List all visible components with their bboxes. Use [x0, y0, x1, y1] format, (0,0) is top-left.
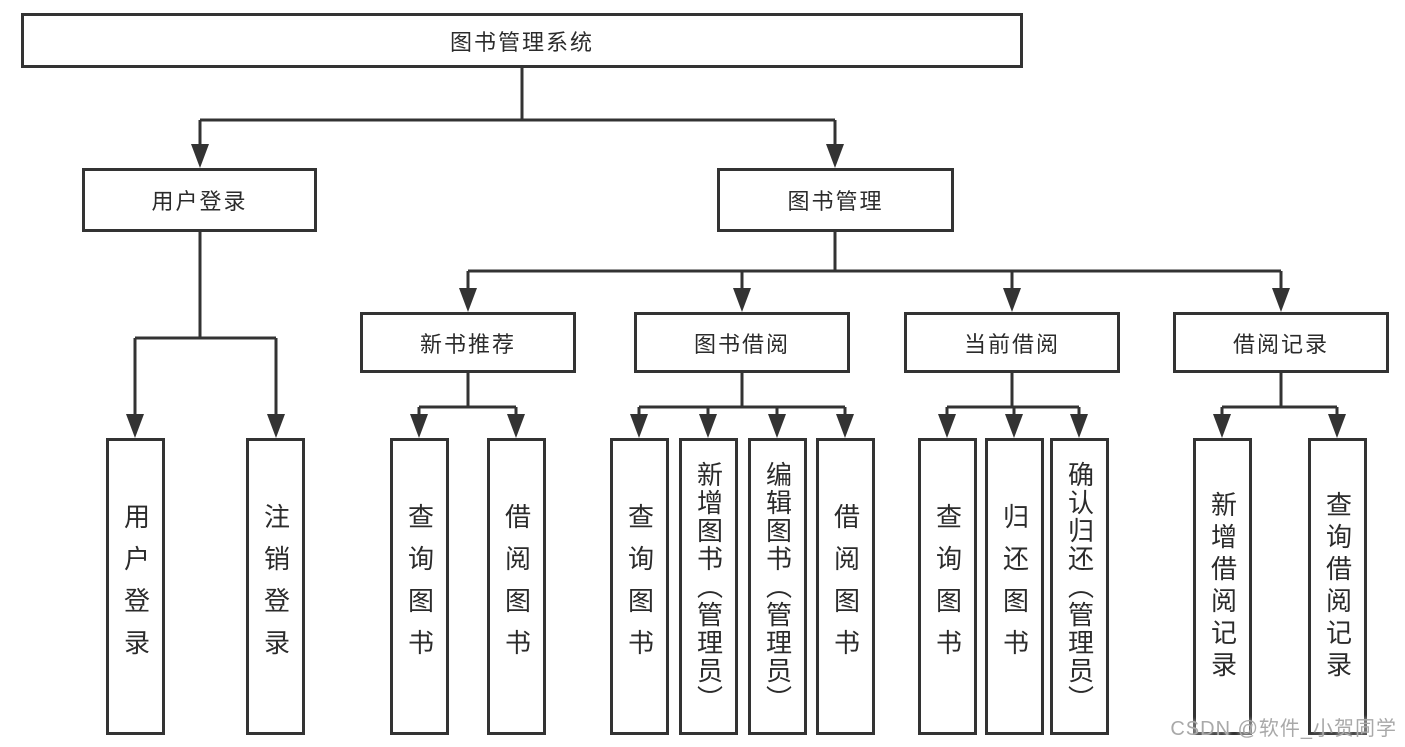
edge-currentborrow-to-leaves — [945, 373, 1081, 416]
node-user-login: 用户登录 — [82, 168, 317, 232]
node-book-management: 图书管理 — [717, 168, 954, 232]
leaf-borrow-books-1: 借阅图书 — [487, 438, 546, 735]
leaf-query-books-1: 查询图书 — [390, 438, 449, 735]
node-root: 图书管理系统 — [21, 13, 1023, 68]
leaf-logout: 注销登录 — [246, 438, 305, 735]
node-book-borrow: 图书借阅 — [634, 312, 850, 373]
leaf-edit-book-admin: 编辑图书（管理员） — [748, 438, 807, 735]
edge-root-to-level2 — [198, 68, 837, 145]
leaf-query-books-2: 查询图书 — [610, 438, 669, 735]
edge-bookmgmt-to-level3 — [466, 232, 1283, 289]
leaf-return-book: 归还图书 — [985, 438, 1044, 735]
arrowheads — [126, 144, 1346, 438]
leaf-user-login: 用户登录 — [106, 438, 165, 735]
edge-bookborrow-to-leaves — [637, 373, 847, 416]
leaf-query-borrow-record: 查询借阅记录 — [1308, 438, 1367, 735]
node-current-borrow: 当前借阅 — [904, 312, 1120, 373]
leaf-query-books-3: 查询图书 — [918, 438, 977, 735]
leaf-add-borrow-record: 新增借阅记录 — [1193, 438, 1252, 735]
leaf-borrow-books-2: 借阅图书 — [816, 438, 875, 735]
leaf-add-book-admin: 新增图书（管理员） — [679, 438, 738, 735]
node-new-book-recommend: 新书推荐 — [360, 312, 576, 373]
node-borrow-records: 借阅记录 — [1173, 312, 1389, 373]
leaf-confirm-return-admin: 确认归还（管理员） — [1050, 438, 1109, 735]
edge-newbookrec-to-leaves — [417, 373, 518, 416]
edge-userlogin-to-leaves — [133, 232, 278, 416]
edge-borrowrecord-to-leaves — [1220, 373, 1339, 416]
csdn-watermark: CSDN @软件_小贺同学 — [1170, 718, 1397, 740]
